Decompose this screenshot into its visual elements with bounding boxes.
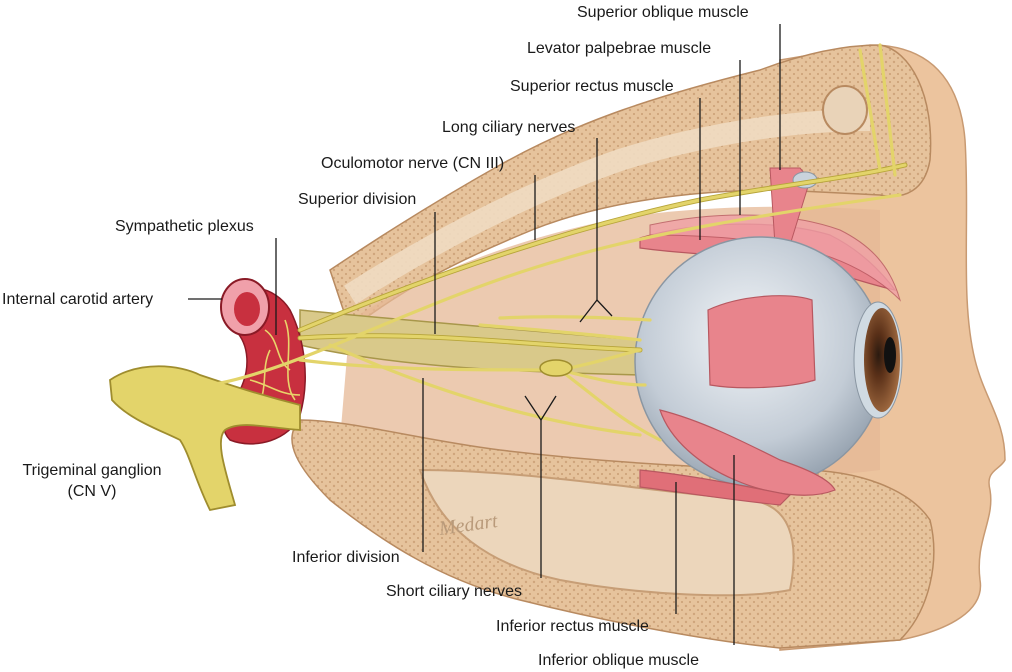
nerve-network [208,43,908,442]
label-levator-palpebrae: Levator palpebrae muscle [527,40,712,57]
label-superior-oblique: Superior oblique muscle [577,4,749,21]
label-inferior-oblique: Inferior oblique muscle [538,652,699,669]
label-trigeminal-line1: Trigeminal ganglion [22,462,162,479]
maxillary-sinus [418,468,795,597]
lateral-rectus-muscle [707,295,816,389]
label-superior-division: Superior division [298,191,417,208]
label-sympathetic-plexus: Sympathetic plexus [115,218,254,235]
label-internal-carotid: Internal carotid artery [2,291,154,308]
label-trigeminal-line2: (CN V) [67,483,117,500]
label-superior-rectus: Superior rectus muscle [510,78,674,95]
iris [864,308,900,412]
label-oculomotor: Oculomotor nerve (CN III) [321,155,505,172]
inferior-rectus-muscle [639,469,792,506]
frontal-sinus [822,85,868,135]
label-short-ciliary: Short ciliary nerves [386,583,523,600]
label-inferior-division: Inferior division [292,549,400,566]
label-long-ciliary: Long ciliary nerves [442,119,576,136]
inferior-oblique-muscle [659,409,836,496]
leader-lines [188,24,781,645]
trigeminal-ganglion [109,365,301,512]
label-inferior-rectus: Inferior rectus muscle [496,618,649,635]
label-trigeminal-ganglion: Trigeminal ganglion (CN V) [4,462,180,501]
pupil [884,337,896,373]
